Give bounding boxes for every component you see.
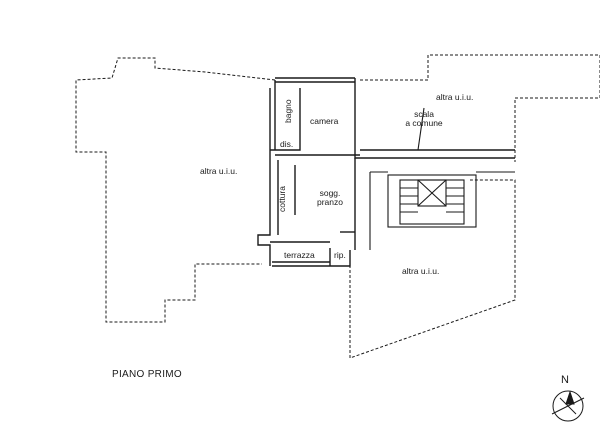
room-label-sogg: sogg. <box>319 188 341 198</box>
room-label-cottura: cottura <box>277 186 287 212</box>
boundary-left-unit <box>75 57 276 323</box>
north-arrow-icon <box>551 390 585 422</box>
plan-title: PIANO PRIMO <box>112 369 182 380</box>
room-label-scala-a-comune: scala a comune <box>394 109 454 129</box>
boundary-bottom-right <box>349 179 516 359</box>
apartment-walls <box>257 77 515 267</box>
boundary-top-right <box>360 54 600 162</box>
north-label: N <box>561 374 569 386</box>
room-label-terrazza: terrazza <box>284 250 315 260</box>
staircase <box>369 107 515 250</box>
room-label-a-comune: a comune <box>405 118 443 129</box>
room-label-scala: scala <box>414 109 434 119</box>
room-label-soggiorno-pranzo: sogg. pranzo <box>300 188 360 208</box>
room-label-camera: camera <box>310 116 339 126</box>
room-label-dis: dis. <box>280 139 294 149</box>
room-label-altra-uiu-top-right: altra u.i.u. <box>436 92 474 102</box>
room-label-rip: rip. <box>334 250 346 260</box>
room-label-pranzo: pranzo <box>317 197 343 208</box>
room-label-altra-uiu-left: altra u.i.u. <box>200 166 238 176</box>
room-label-altra-uiu-bottom-right: altra u.i.u. <box>402 266 440 276</box>
room-label-bagno: bagno <box>283 99 293 123</box>
